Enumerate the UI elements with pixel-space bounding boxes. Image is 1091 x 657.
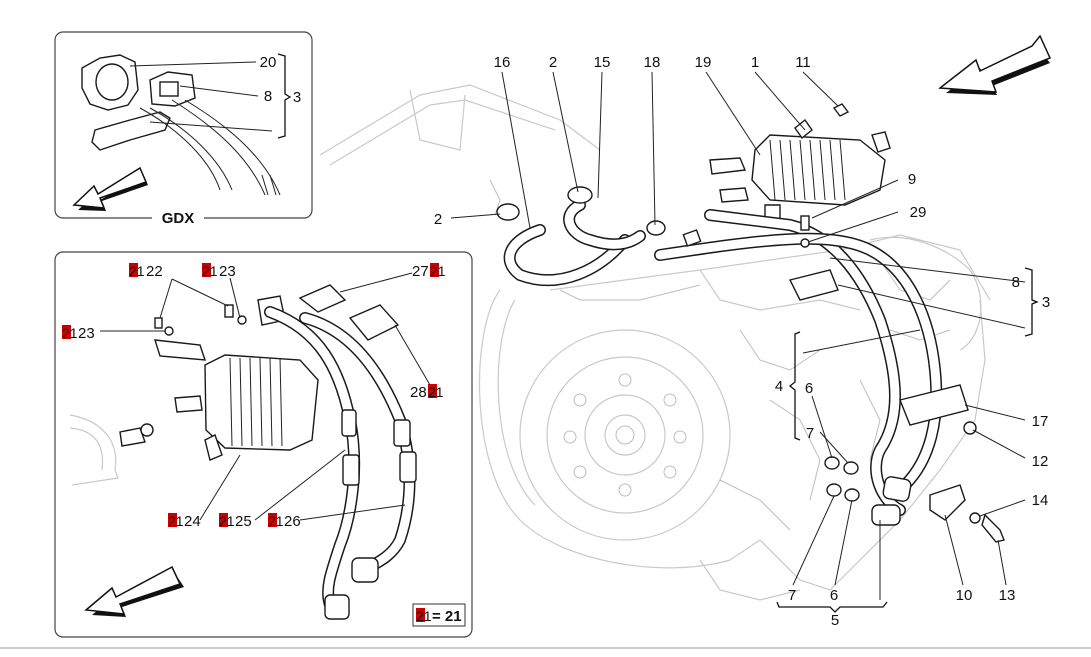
orientation-arrow-main-icon bbox=[937, 34, 1052, 95]
main-label-10: 10 bbox=[956, 587, 973, 604]
legend-badge-icon bbox=[416, 608, 425, 622]
main-label-2-top: 2 bbox=[549, 54, 557, 71]
main-label-15: 15 bbox=[594, 54, 611, 71]
main-label-8: 8 bbox=[1012, 274, 1020, 291]
brackets bbox=[788, 215, 1005, 543]
main-label-4: 4 bbox=[775, 378, 783, 395]
badge-26-code: 21 bbox=[268, 513, 284, 529]
badge-28-code: 21 bbox=[428, 384, 444, 400]
inset-variant-label-23-left: 23 bbox=[78, 325, 95, 342]
main-label-9: 9 bbox=[908, 171, 916, 188]
inset-variant-labels: 21 22 21 23 21 23 27 21 28 21 21 24 21 2… bbox=[62, 263, 446, 530]
inset-variant-label-22: 22 bbox=[146, 263, 163, 280]
bolt-11 bbox=[832, 103, 850, 117]
legend-badge-code: 21 bbox=[416, 608, 432, 624]
main-label-7-upper: 7 bbox=[806, 425, 814, 442]
inset-gdx-parts bbox=[81, 54, 281, 196]
main-label-13: 13 bbox=[999, 587, 1016, 604]
inset-gdx-leaders bbox=[129, 61, 273, 132]
badge-24-icon bbox=[168, 513, 177, 527]
main-label-18: 18 bbox=[644, 54, 661, 71]
orientation-arrow-gdx-icon bbox=[72, 166, 148, 211]
badge-23-left-icon bbox=[62, 325, 71, 339]
inset-gdx-label-8: 8 bbox=[264, 88, 272, 105]
main-label-12: 12 bbox=[1032, 453, 1049, 470]
badge-23-left-code: 21 bbox=[62, 325, 78, 341]
main-label-29: 29 bbox=[910, 204, 927, 221]
inset-variant-label-26: 26 bbox=[284, 513, 301, 530]
inset-variant-label-23-top: 23 bbox=[219, 263, 236, 280]
badge-27-code: 21 bbox=[430, 263, 446, 279]
badge-23-top-code: 21 bbox=[202, 263, 218, 279]
badge-24-code: 21 bbox=[168, 513, 184, 529]
main-label-3: 3 bbox=[1042, 294, 1050, 311]
inset-gdx-label-20: 20 bbox=[260, 54, 277, 71]
brace-3-main bbox=[1024, 267, 1039, 337]
main-leader-lines bbox=[450, 71, 1026, 600]
main-label-17: 17 bbox=[1032, 413, 1049, 430]
inset-variant-leaders bbox=[100, 272, 431, 521]
inset-variant-label-25: 25 bbox=[235, 513, 252, 530]
inset-variant-parts bbox=[119, 284, 400, 461]
brace-4 bbox=[788, 331, 801, 441]
inset-variant-label-24: 24 bbox=[184, 513, 201, 530]
inset-variant-label-28: 28 bbox=[410, 384, 427, 401]
legend-text: = 21 bbox=[432, 608, 462, 625]
badge-22-icon bbox=[129, 263, 138, 277]
inset-variant-hoses bbox=[264, 306, 417, 620]
main-hoses bbox=[503, 199, 943, 516]
main-label-6-upper: 6 bbox=[805, 380, 813, 397]
main-label-14: 14 bbox=[1032, 492, 1049, 509]
main-label-19: 19 bbox=[695, 54, 712, 71]
inset-variant-ghost bbox=[69, 414, 119, 486]
inset-gdx-label-3: 3 bbox=[293, 89, 301, 106]
badge-25-icon bbox=[219, 513, 228, 527]
badge-22-code: 21 bbox=[129, 263, 145, 279]
main-label-5: 5 bbox=[831, 612, 839, 629]
inset-gdx-title: GDX bbox=[162, 210, 195, 227]
badge-26-icon bbox=[268, 513, 277, 527]
brace-3-inset bbox=[277, 53, 292, 139]
orientation-arrow-variant-icon bbox=[84, 565, 184, 617]
main-label-6-lower: 6 bbox=[830, 587, 838, 604]
brace-5 bbox=[776, 601, 888, 613]
legend-box: 21 = 21 bbox=[412, 603, 466, 627]
badge-28-icon bbox=[428, 384, 437, 398]
oil-cooler bbox=[709, 118, 891, 221]
main-labels: 16 2 15 18 19 1 11 2 9 29 8 3 4 6 7 17 1… bbox=[434, 54, 1050, 629]
main-label-11: 11 bbox=[795, 54, 811, 71]
inset-gdx-title-mask bbox=[152, 208, 204, 228]
badge-23-top-icon bbox=[202, 263, 211, 277]
main-label-7-lower: 7 bbox=[788, 587, 796, 604]
main-label-2-left: 2 bbox=[434, 211, 442, 228]
main-label-16: 16 bbox=[494, 54, 511, 71]
hose-clamps bbox=[496, 186, 912, 526]
main-label-1: 1 bbox=[751, 54, 759, 71]
badge-27-icon bbox=[430, 263, 439, 277]
badge-25-code: 21 bbox=[219, 513, 235, 529]
o-rings bbox=[824, 456, 860, 502]
inset-variant-label-27: 27 bbox=[412, 263, 429, 280]
